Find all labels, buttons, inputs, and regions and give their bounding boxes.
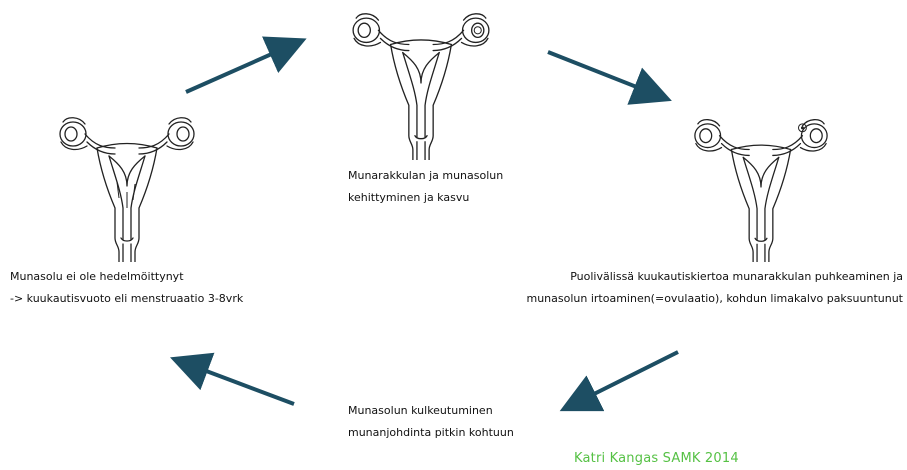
stage-label-right-line1: Puolivälissä kuukautiskiertoa munarakkul… xyxy=(526,266,903,288)
author-credit: Katri Kangas SAMK 2014 xyxy=(574,451,739,466)
stage-label-right: Puolivälissä kuukautiskiertoa munarakkul… xyxy=(526,266,903,310)
stage-label-bottom-line2: munanjohdinta pitkin kohtuun xyxy=(348,422,514,444)
stage-label-bottom-line1: Munasolun kulkeutuminen xyxy=(348,400,514,422)
stage-label-top: Munarakkulan ja munasolun kehittyminen j… xyxy=(348,165,503,209)
arrow-bottom-to-left xyxy=(185,363,294,404)
uterus-illustration-right xyxy=(676,114,846,262)
stage-label-left-line2: -> kuukautisvuoto eli menstruaatio 3-8vr… xyxy=(10,288,243,310)
stage-label-bottom: Munasolun kulkeutuminen munanjohdinta pi… xyxy=(348,400,514,444)
arrow-top-to-right xyxy=(548,52,657,95)
arrow-left-to-top xyxy=(186,45,292,92)
uterus-illustration-top xyxy=(336,8,506,160)
stage-label-left-line1: Munasolu ei ole hedelmöittynyt xyxy=(10,266,243,288)
stage-label-left: Munasolu ei ole hedelmöittynyt -> kuukau… xyxy=(10,266,243,310)
uterus-illustration-left xyxy=(42,112,212,262)
stage-label-top-line1: Munarakkulan ja munasolun xyxy=(348,165,503,187)
stage-label-right-line2: munasolun irtoaminen(=ovulaatio), kohdun… xyxy=(526,288,903,310)
stage-label-top-line2: kehittyminen ja kasvu xyxy=(348,187,503,209)
arrow-right-to-bottom xyxy=(574,352,678,404)
